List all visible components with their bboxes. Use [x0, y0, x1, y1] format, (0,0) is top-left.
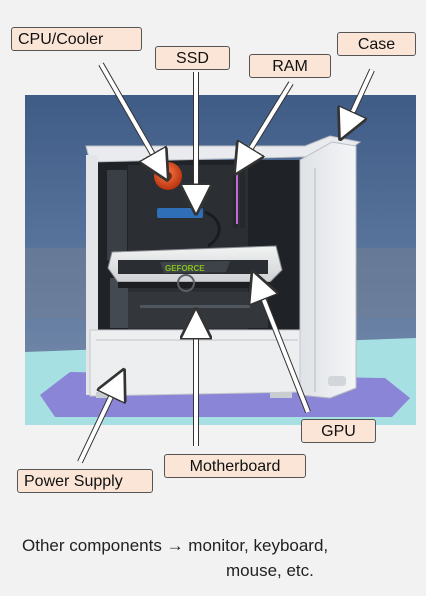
ssd-drive — [157, 208, 203, 218]
label-case: Case — [337, 32, 416, 56]
label-cpu-cooler: CPU/Cooler — [11, 27, 142, 51]
label-power-supply: Power Supply — [17, 469, 153, 493]
arrow-cpu-fill — [99, 63, 163, 172]
label-gpu: GPU — [301, 419, 376, 443]
ram-led-strip — [236, 168, 238, 224]
case-foot-front — [328, 376, 346, 386]
footnote-line-2: mouse, etc. — [226, 561, 314, 580]
other-components-note: Other components → monitor, keyboard, mo… — [22, 533, 328, 583]
gpu-logo-text: GEFORCE — [165, 264, 205, 273]
gpu-accent-stripe — [160, 261, 230, 273]
case-foot-right — [270, 392, 292, 398]
ram-stick-2 — [240, 166, 245, 228]
footnote-line-1: Other components → monitor, keyboard, — [22, 536, 329, 555]
case-front-panel — [299, 141, 357, 399]
pcie-slot-area — [110, 278, 128, 328]
chassis-fan — [177, 274, 195, 292]
lower-board-line — [140, 305, 250, 308]
label-motherboard: Motherboard — [164, 454, 306, 478]
label-ram: RAM — [249, 54, 331, 78]
io-shield — [107, 170, 127, 260]
arrow-ram-fill — [240, 81, 293, 166]
arrow-gpu-fill — [256, 280, 310, 413]
cpu-cooler-hub — [164, 172, 172, 180]
arrow-psu-fill — [78, 378, 120, 463]
arrow-case-fill — [344, 69, 374, 131]
label-ssd: SSD — [155, 46, 230, 70]
ram-stick-1 — [233, 166, 238, 228]
